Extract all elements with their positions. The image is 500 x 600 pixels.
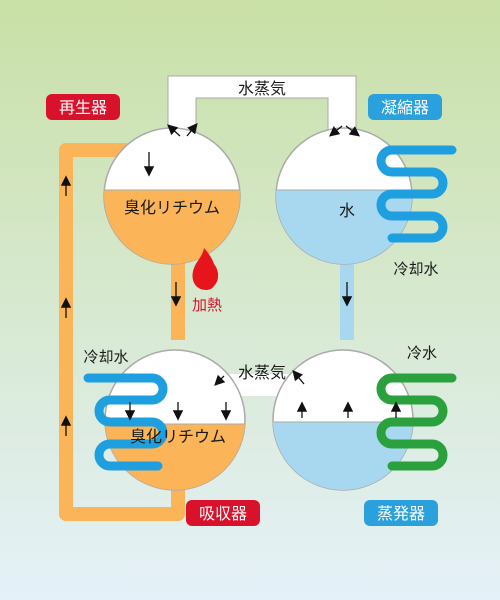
flow-arrows [60, 122, 402, 436]
absorber-label: 吸収器 [199, 504, 247, 523]
regenerator-badge [46, 94, 120, 120]
vapor-bridge-bottom [228, 374, 290, 396]
arrow-cond-in-2 [345, 125, 361, 137]
absorber-solution-label: 臭化リチウム [130, 427, 226, 446]
condenser-cooling-coil [376, 145, 457, 243]
solution-return-pipe [59, 143, 185, 521]
vapor-label-bottom: 水蒸気 [238, 363, 286, 382]
arrow-vapor-up-2 [186, 122, 198, 137]
evaporator-chilled-coil [376, 373, 457, 471]
absorber-cooling-water-label: 冷却水 [83, 348, 128, 366]
absorber-cooling-coil [83, 373, 168, 471]
regenerator-label: 再生器 [59, 98, 107, 117]
evaporator-badge [364, 500, 438, 526]
condenser-cooling-water-label: 冷却水 [393, 260, 438, 278]
arrow-cond-in-1 [328, 125, 343, 137]
arrow-vapor-bridge-left [214, 374, 226, 386]
condenser-label: 凝縮器 [381, 98, 429, 117]
absorber-badge [186, 500, 260, 526]
regenerator-solution-label: 臭化リチウム [124, 198, 220, 217]
evaporator-label: 蒸発器 [377, 504, 425, 523]
chilled-water-label: 冷水 [407, 344, 437, 362]
heating-label: 加熱 [192, 296, 222, 314]
arrow-vapor-up-1 [167, 124, 181, 137]
condenser-water-label: 水 [339, 201, 355, 220]
vapor-label-top: 水蒸気 [238, 79, 286, 98]
arrow-vapor-bridge-right [292, 370, 305, 385]
condenser-badge [368, 94, 442, 120]
flame-icon [192, 248, 219, 290]
